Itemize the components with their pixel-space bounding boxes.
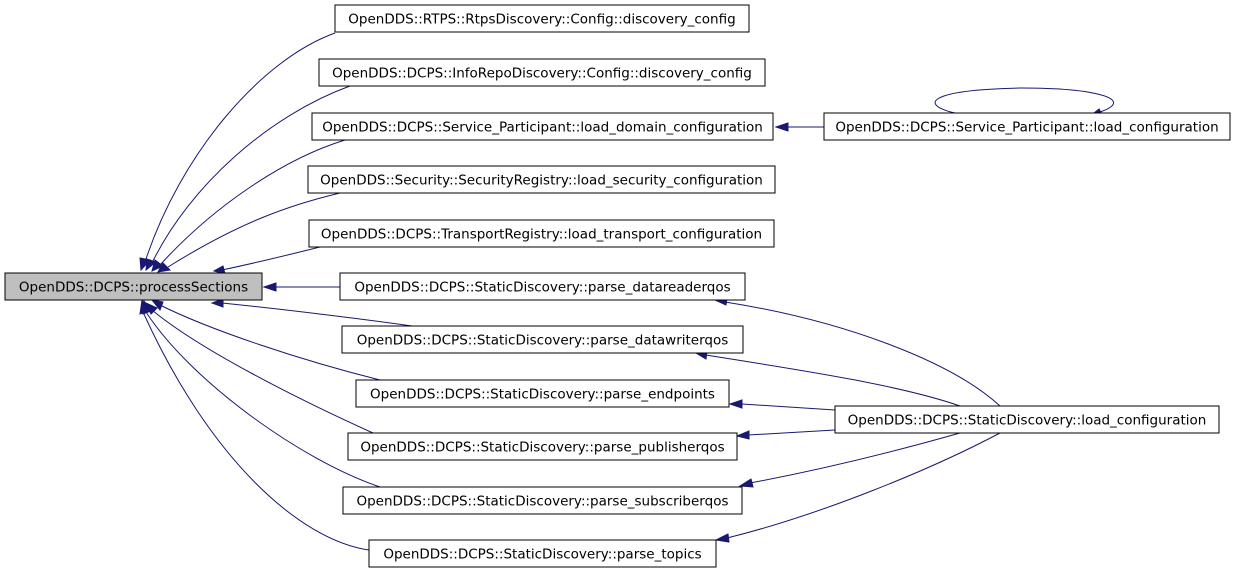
edge-line — [741, 403, 836, 411]
node-sd-parse-endpoints[interactable]: OpenDDS::DCPS::StaticDiscovery::parse_en… — [355, 379, 730, 408]
edge-line — [726, 432, 1001, 539]
edge-sd_load_configuration-to-sd_parse_datareaderqos — [713, 297, 1001, 407]
node-sp-load-domain-configuration[interactable]: OpenDDS::DCPS::Service_Participant::load… — [311, 112, 774, 141]
arrowhead — [157, 262, 172, 273]
node-box — [307, 165, 776, 194]
edge-line — [142, 311, 370, 551]
node-root[interactable]: OpenDDS::DCPS::processSections — [4, 272, 263, 301]
arrowhead — [145, 258, 158, 272]
node-label: OpenDDS::DCPS::processSections — [19, 280, 248, 296]
node-box — [355, 379, 730, 408]
node-label: OpenDDS::DCPS::StaticDiscovery::load_con… — [848, 413, 1207, 429]
node-box — [339, 272, 746, 301]
edge-sp_load_domain_configuration-to-root — [151, 139, 346, 272]
edge-sd_parse_publisherqos-to-root — [144, 301, 374, 434]
node-box — [823, 112, 1231, 141]
edge-sd_parse_datareaderqos-to-root — [262, 282, 340, 292]
edge-sd_load_configuration-to-sd_parse_subscriberqos — [738, 432, 961, 488]
node-box — [4, 272, 263, 301]
node-inforepo-discovery-config[interactable]: OpenDDS::DCPS::InfoRepoDiscovery::Config… — [318, 58, 766, 87]
edge-rtps_discovery_config-to-root — [139, 32, 336, 272]
edge-sp_load_configuration-to-sp_load_domain_configuration — [774, 122, 824, 132]
edge-sd_parse_endpoints-to-root — [150, 299, 381, 381]
node-label: OpenDDS::RTPS::RtpsDiscovery::Config::di… — [348, 12, 735, 28]
node-box — [347, 432, 738, 461]
arrowhead — [262, 282, 277, 292]
node-box — [334, 4, 750, 33]
node-box — [368, 539, 717, 568]
edge-sd_load_configuration-to-sd_parse_topics — [714, 432, 1001, 543]
node-label: OpenDDS::DCPS::StaticDiscovery::parse_da… — [354, 280, 730, 296]
edge-sd_parse_datawriterqos-to-root — [210, 298, 413, 327]
edge-line — [145, 311, 381, 488]
node-rtps-discovery-config[interactable]: OpenDDS::RTPS::RtpsDiscovery::Config::di… — [334, 4, 750, 33]
arrowhead — [151, 259, 164, 272]
node-label: OpenDDS::DCPS::Service_Participant::load… — [322, 120, 763, 136]
edge-transport_load_transport_configuration-to-root — [212, 246, 321, 275]
node-label: OpenDDS::DCPS::InfoRepoDiscovery::Config… — [332, 66, 752, 82]
edge-line — [144, 32, 336, 263]
edge-sd_parse_topics-to-root — [139, 298, 370, 551]
node-sd-parse-datareaderqos[interactable]: OpenDDS::DCPS::StaticDiscovery::parse_da… — [339, 272, 746, 301]
edge-inforepo_discovery_config-to-root — [145, 85, 351, 272]
edge-line — [159, 139, 346, 266]
node-label: OpenDDS::Security::SecurityRegistry::loa… — [320, 173, 763, 189]
arrowhead — [774, 122, 789, 132]
arrowhead — [728, 399, 743, 409]
node-label: OpenDDS::DCPS::StaticDiscovery::parse_to… — [383, 547, 701, 563]
edges-layer — [139, 32, 1114, 551]
edge-sd_load_configuration-to-sd_parse_endpoints — [728, 399, 836, 411]
node-label: OpenDDS::DCPS::StaticDiscovery::parse_pu… — [360, 440, 724, 456]
node-sd-parse-publisherqos[interactable]: OpenDDS::DCPS::StaticDiscovery::parse_pu… — [347, 432, 738, 461]
node-label: OpenDDS::DCPS::TransportRegistry::load_t… — [321, 227, 762, 243]
edge-line — [221, 302, 413, 327]
edge-line — [167, 192, 341, 268]
arrowhead — [735, 430, 750, 440]
node-sd-parse-subscriberqos[interactable]: OpenDDS::DCPS::StaticDiscovery::parse_su… — [342, 486, 743, 515]
arrowhead — [738, 478, 754, 488]
node-label: OpenDDS::DCPS::StaticDiscovery::parse_su… — [356, 494, 728, 510]
node-label: OpenDDS::DCPS::StaticDiscovery::parse_da… — [357, 333, 729, 349]
node-box — [311, 112, 774, 141]
arrowhead — [210, 298, 224, 308]
arrowhead — [150, 299, 164, 311]
edge-line — [749, 432, 961, 484]
edge-sd_load_configuration-to-sd_parse_datawriterqos — [694, 350, 961, 407]
edge-security_load_security_configuration-to-root — [157, 192, 341, 273]
nodes-layer: OpenDDS::DCPS::processSections OpenDDS::R… — [4, 4, 1231, 568]
node-transport-load-transport-configuration[interactable]: OpenDDS::DCPS::TransportRegistry::load_t… — [308, 219, 775, 248]
arrowhead — [139, 298, 149, 315]
edge-line — [159, 304, 381, 381]
node-label: OpenDDS::DCPS::StaticDiscovery::parse_en… — [370, 387, 715, 403]
arrowhead — [714, 533, 730, 543]
node-sd-parse-datawriterqos[interactable]: OpenDDS::DCPS::StaticDiscovery::parse_da… — [341, 325, 744, 354]
node-box — [834, 405, 1220, 434]
node-box — [318, 58, 766, 87]
edge-line — [934, 87, 1114, 114]
edge-sd_load_configuration-to-sd_parse_publisherqos — [735, 429, 836, 440]
edge-line — [747, 429, 836, 436]
node-sd-load-configuration[interactable]: OpenDDS::DCPS::StaticDiscovery::load_con… — [834, 405, 1220, 434]
node-box — [341, 325, 744, 354]
edge-line — [724, 301, 1001, 407]
edge-line — [151, 85, 351, 264]
node-label: OpenDDS::DCPS::Service_Participant::load… — [835, 120, 1218, 136]
node-sd-parse-topics[interactable]: OpenDDS::DCPS::StaticDiscovery::parse_to… — [368, 539, 717, 568]
node-security-load-security-configuration[interactable]: OpenDDS::Security::SecurityRegistry::loa… — [307, 165, 776, 194]
node-sp-load-configuration[interactable]: OpenDDS::DCPS::Service_Participant::load… — [823, 112, 1231, 141]
edge-sp_load_configuration-to-sp_load_configuration — [934, 87, 1114, 115]
edge-line — [221, 246, 321, 271]
node-box — [308, 219, 775, 248]
edge-line — [705, 354, 961, 407]
edge-line — [151, 309, 374, 434]
node-box — [342, 486, 743, 515]
